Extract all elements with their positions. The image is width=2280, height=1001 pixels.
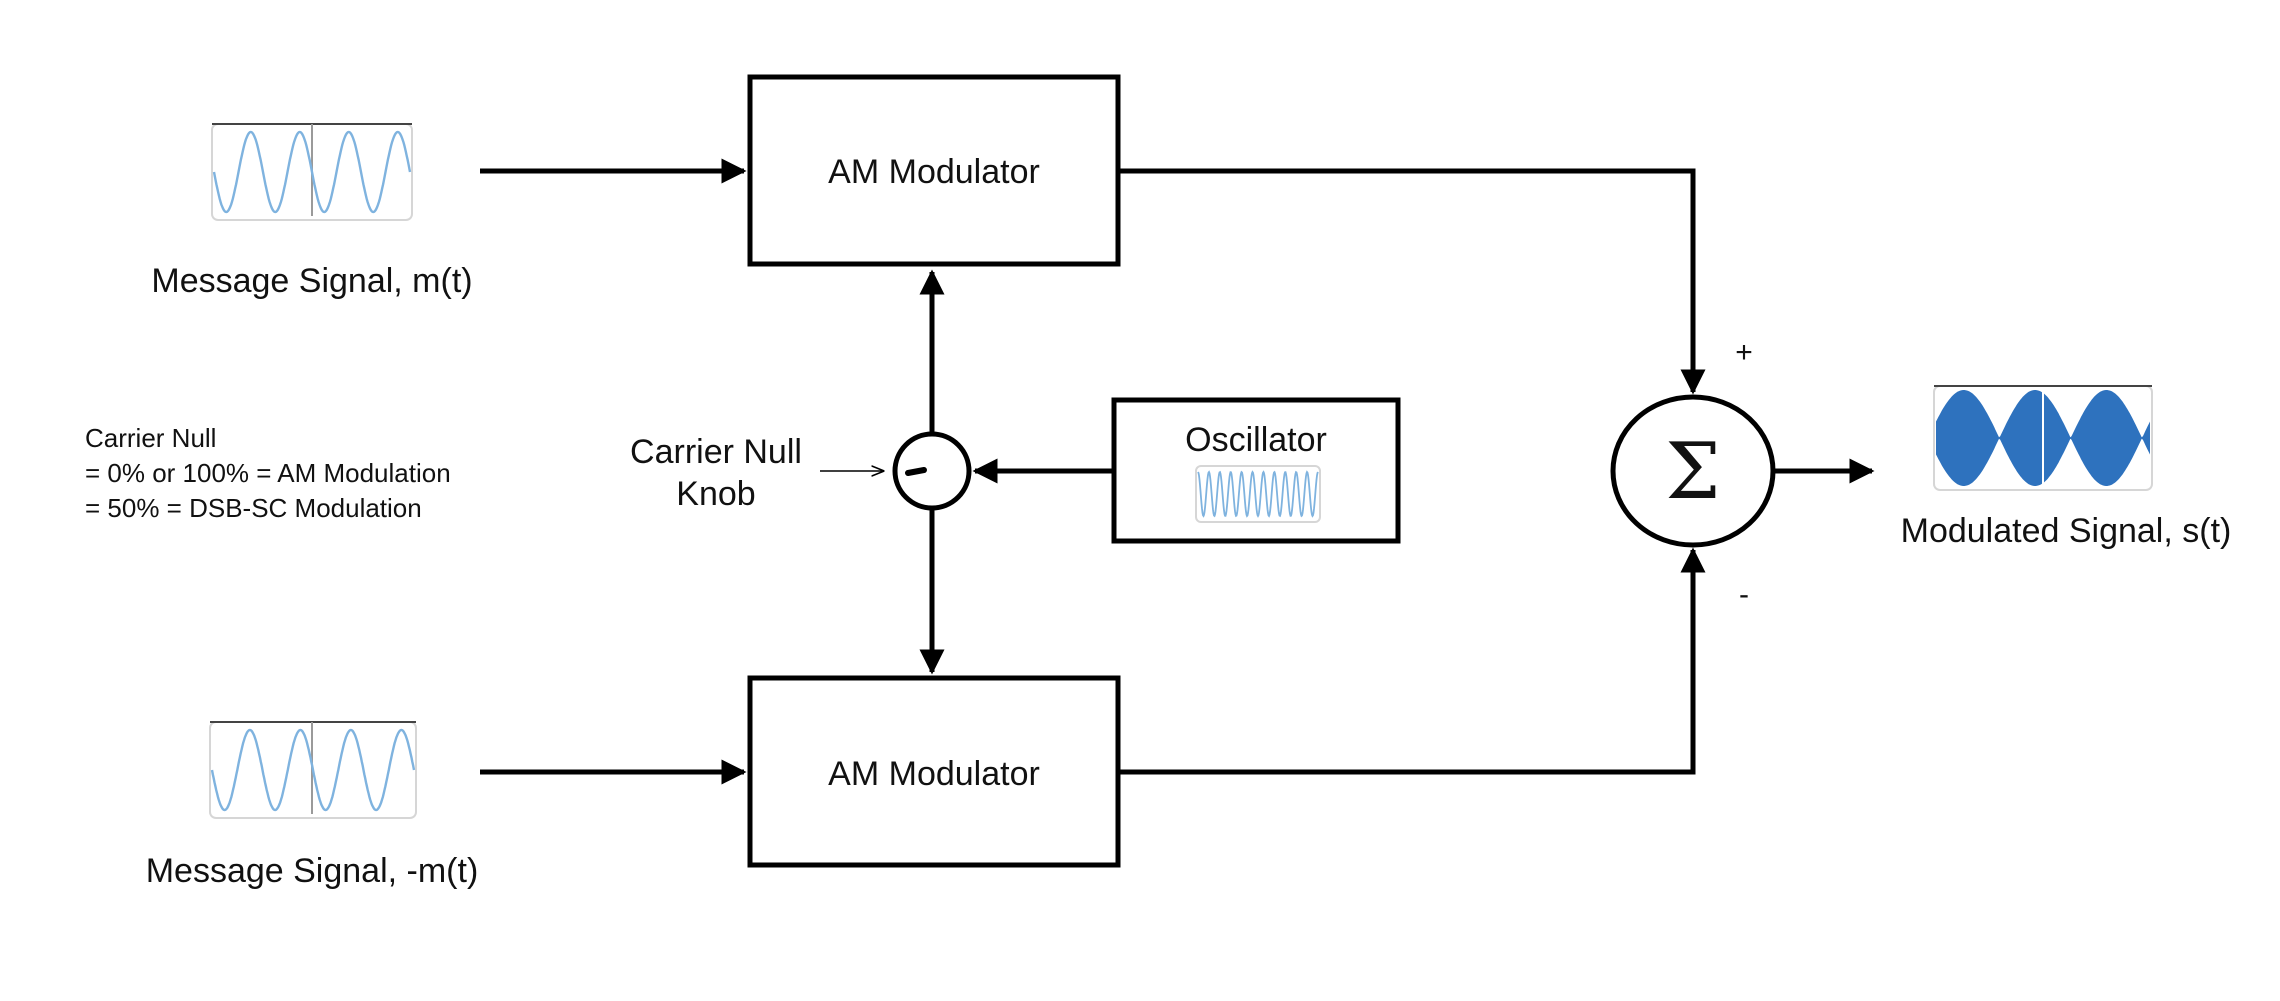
input-label-neg-m: Message Signal, -m(t) [146, 852, 479, 890]
minus-sign: - [1739, 578, 1749, 611]
negated-message-signal-thumbnail [209, 721, 417, 819]
note-line-2: = 0% or 100% = AM Modulation [85, 458, 451, 488]
knob-pointer-icon [905, 467, 927, 476]
input-label-m: Message Signal, m(t) [151, 262, 472, 300]
message-signal-thumbnail [211, 123, 413, 221]
note-line-3: = 50% = DSB-SC Modulation [85, 493, 422, 523]
output-label: Modulated Signal, s(t) [1901, 512, 2232, 550]
am-modulator-bottom-label: AM Modulator [828, 755, 1040, 793]
knob-label-line1: Carrier Null [630, 433, 802, 471]
carrier-wave-thumbnail [1195, 465, 1321, 523]
arrow-top-modulator-to-summer [1118, 168, 1706, 395]
sigma-symbol: Σ [1665, 427, 1720, 517]
modulated-signal-thumbnail [1933, 385, 2153, 491]
sine-wave-icon [212, 130, 412, 214]
plus-sign: + [1735, 336, 1753, 369]
note-line-1: Carrier Null [85, 423, 216, 453]
carrier-wave-icon [1197, 470, 1319, 518]
arrow-bottom-modulator-to-summer [1118, 547, 1706, 775]
knob-label-line2: Knob [676, 475, 755, 513]
am-modulator-top-label: AM Modulator [828, 153, 1040, 191]
oscillator-label: Oscillator [1185, 421, 1327, 459]
sine-wave-icon [210, 728, 416, 812]
carrier-null-knob[interactable] [892, 431, 972, 511]
